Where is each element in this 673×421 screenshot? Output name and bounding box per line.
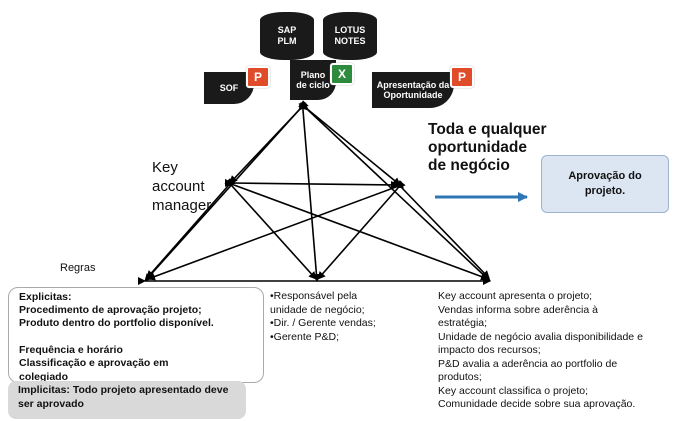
powerpoint-icon: P — [450, 66, 474, 88]
sap-plm-database: SAP PLM — [260, 12, 314, 60]
process-step: Unidade de negócio avalia disponibilidad… — [438, 330, 643, 357]
connector-midright-bottomright — [394, 180, 490, 279]
connector-mid — [224, 178, 399, 189]
flow-text: Toda e qualquer oportunidade de negócio — [428, 121, 547, 174]
plano-label: Plano de ciclo — [296, 70, 330, 90]
lotus-notes-database: LOTUS NOTES — [323, 12, 377, 60]
regras-label: Regras — [60, 262, 96, 274]
apresentacao-document: Apresentação da Oportunidade — [372, 72, 454, 108]
excel-icon: X — [330, 63, 354, 85]
rules-line: Classificação e aprovação em colegiado — [19, 357, 169, 383]
implicit-box: Implicitas: Todo projeto apresentado dev… — [8, 381, 246, 419]
role-item: •Gerente P&D; — [270, 330, 340, 343]
approval-text: Aprovação do projeto. — [568, 170, 642, 197]
process-step: P&D avalia a aderência ao portfolio de p… — [438, 357, 618, 384]
rules-line: Procedimento de aprovação projeto; — [19, 304, 202, 316]
key-account-label: Key account manager — [152, 159, 212, 214]
process-step: Vendas informa sobre aderência à estraté… — [438, 303, 598, 330]
sof-document: SOF — [204, 72, 254, 104]
rules-box: Explicitas: Procedimento de aprovação pr… — [8, 287, 264, 383]
rules-line: Produto dentro do portfolio disponível. — [19, 317, 214, 329]
connector-top-bottomcenter — [298, 102, 321, 282]
powerpoint-icon: P — [246, 66, 270, 88]
role-item: •Dir. / Gerente vendas; — [270, 317, 376, 329]
roles-list: •Responsável pela unidade de negócio; •D… — [270, 290, 390, 344]
plano-document: Plano de ciclo — [290, 60, 336, 100]
sof-label: SOF — [219, 83, 239, 93]
role-item: •Responsável pela unidade de negócio; — [270, 290, 365, 316]
implicit-text: Implicitas: Todo projeto apresentado dev… — [18, 384, 229, 410]
connector-midleft-bottomright — [226, 178, 489, 281]
process-step: Key account classifica o projeto; — [438, 384, 588, 397]
apresentacao-label: Apresentação da Oportunidade — [376, 80, 450, 100]
process-steps: Key account apresenta o projeto; Vendas … — [438, 290, 672, 412]
connector-top-right — [298, 100, 401, 186]
rules-line: Explicitas: — [19, 291, 72, 303]
lotus-notes-label: LOTUS NOTES — [334, 25, 366, 46]
rules-line: Frequência e horário — [19, 344, 123, 356]
approval-box: Aprovação do projeto. — [541, 155, 669, 213]
connector-midleft-bottomleft — [146, 178, 236, 279]
process-step: Comunidade decide sobre sua aprovação. — [438, 398, 636, 410]
process-step: Key account apresenta o projeto; — [438, 290, 593, 302]
sap-plm-label: SAP PLM — [277, 25, 297, 46]
